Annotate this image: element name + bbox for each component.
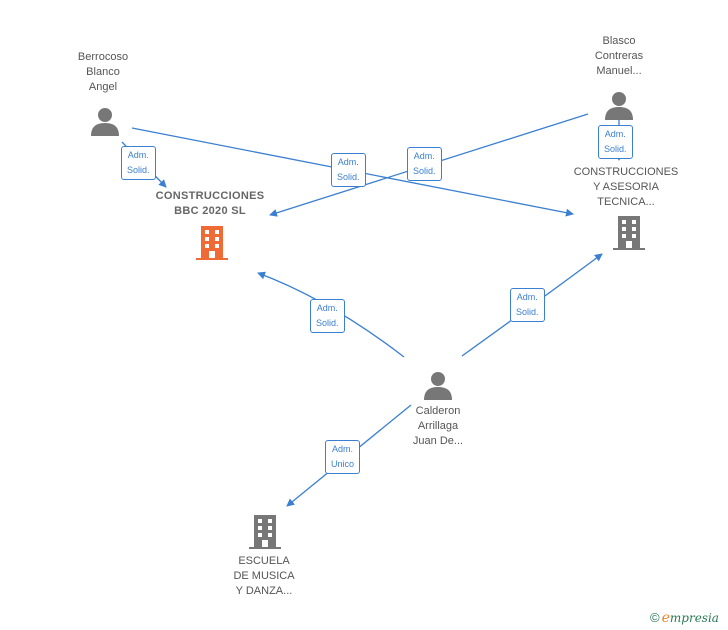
edge-label-blasco-asesoria: Adm.Solid.	[598, 125, 633, 159]
edge-label-calderon-asesoria: Adm.Solid.	[510, 288, 545, 322]
edge-label-berrocoso-bbc2020: Adm.Solid.	[121, 146, 156, 180]
building-icon[interactable]	[613, 216, 645, 250]
node-label-calderon[interactable]: Calderon Arrillaga Juan De...	[412, 405, 464, 447]
empresia-watermark: ©empresia	[650, 610, 719, 626]
edge-label-blasco-bbc2020: Adm.Solid.	[407, 147, 442, 181]
edge-label-calderon-bbc2020: Adm.Solid.	[310, 299, 345, 333]
node-label-bbc2020[interactable]: CONSTRUCCIONES BBC 2020 SL	[155, 190, 265, 217]
person-icon[interactable]	[90, 106, 120, 136]
person-icon[interactable]	[604, 90, 634, 120]
edge-label-berrocoso-asesoria: Adm.Solid.	[331, 153, 366, 187]
edge-label-calderon-escuela: Adm.Unico	[325, 440, 361, 474]
node-label-blasco[interactable]: Blasco Contreras Manuel...	[594, 35, 644, 77]
person-icon[interactable]	[423, 370, 453, 400]
node-label-berrocoso[interactable]: Berrocoso Blanco Angel	[77, 51, 129, 93]
node-label-escuela[interactable]: ESCUELA DE MUSICA Y DANZA...	[233, 555, 295, 597]
node-label-asesoria[interactable]: CONSTRUCCIONES Y ASESORIA TECNICA...	[573, 166, 679, 208]
building-icon[interactable]	[249, 515, 281, 549]
building-icon[interactable]	[196, 226, 228, 260]
